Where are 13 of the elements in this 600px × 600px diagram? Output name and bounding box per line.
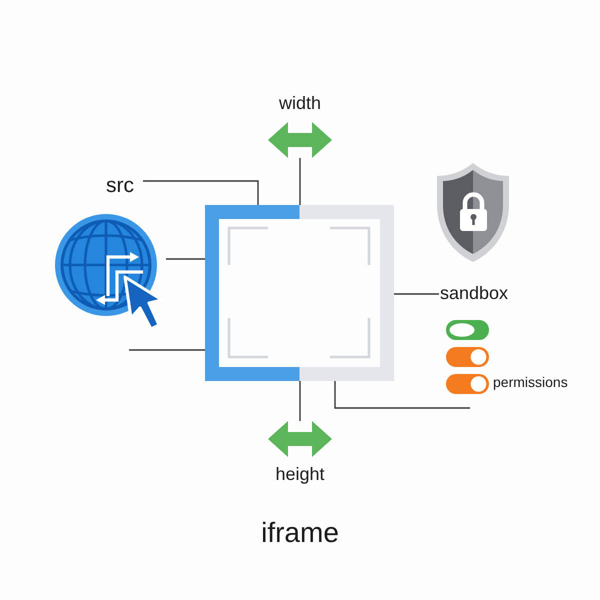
attribute-label: width xyxy=(278,93,322,115)
attribute-label: sandbox xyxy=(440,283,508,305)
caption-text: iframe xyxy=(261,516,339,550)
attribute-label: src xyxy=(106,173,134,198)
leader-line xyxy=(334,381,470,409)
leader-line xyxy=(129,349,205,351)
leader-line xyxy=(394,293,439,295)
leader-line xyxy=(299,381,301,421)
leader-line xyxy=(143,180,259,205)
leader-line xyxy=(166,258,205,260)
leader-line xyxy=(299,158,301,205)
attribute-label: height xyxy=(275,464,325,486)
attribute-label: permissions xyxy=(493,374,568,391)
